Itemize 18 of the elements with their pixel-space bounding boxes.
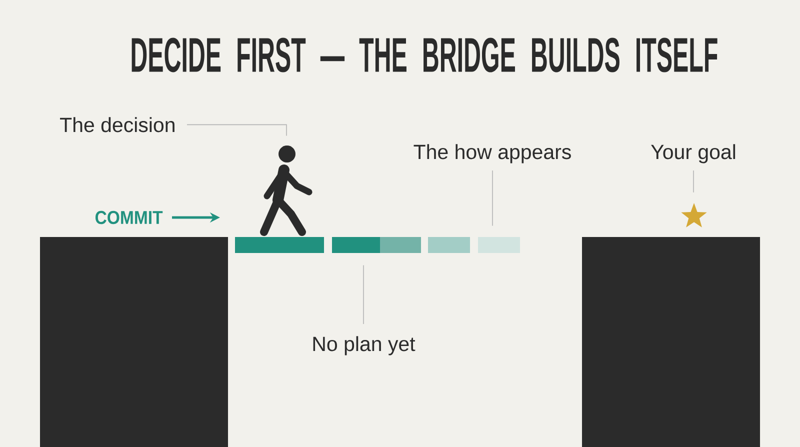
callout-label: The how appears [414,144,571,164]
callout-label: The decision [60,117,174,132]
walking-person [260,146,312,236]
bridge-plank [428,237,470,253]
leader-line [693,170,694,193]
cliff-block [582,237,760,447]
bridge-plank [332,237,421,253]
cliff-block [40,237,228,447]
action-label: COMMIT [96,210,163,224]
star-icon [681,203,707,228]
leader-line [492,170,493,226]
callout-label: Your goal [651,144,736,164]
leader-line [186,124,287,136]
title: DECIDE FIRST — THE BRIDGE BUILDS ITSELF [132,38,718,72]
bridge-plank [478,237,520,253]
callout-label: No plan yet [313,336,416,356]
leader-line [363,264,364,324]
bridge-plank [235,237,324,253]
